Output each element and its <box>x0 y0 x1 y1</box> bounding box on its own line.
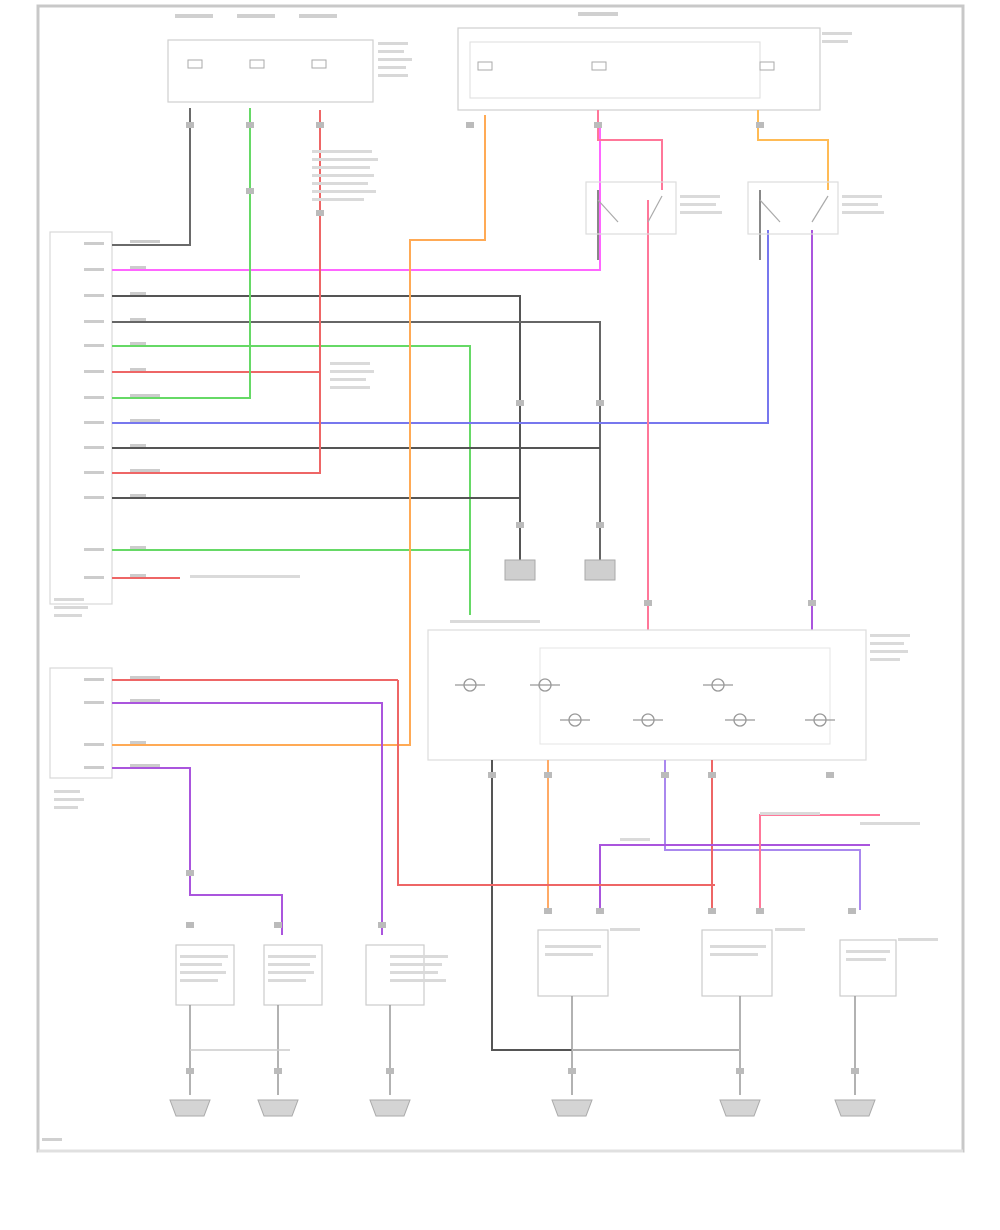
ground-symbol-icon <box>504 559 616 581</box>
ground-drops <box>189 996 856 1095</box>
device-labels <box>180 928 938 982</box>
ground-symbol-icon <box>169 1099 876 1117</box>
fuse-box-left <box>167 14 412 103</box>
fuse-icon <box>187 59 327 69</box>
relay-circuits-top <box>597 110 829 630</box>
relay-switch-icon <box>455 678 835 727</box>
lower-wires <box>112 679 880 1051</box>
junction-block-right <box>427 620 910 761</box>
fuse-labels <box>175 14 412 77</box>
bottom-devices <box>175 929 897 1006</box>
fuse-icon <box>477 61 775 71</box>
harness-wires <box>112 108 769 615</box>
connector-pin-icon <box>186 122 859 1074</box>
module-pin-ticks <box>84 240 160 769</box>
control-module-left <box>49 231 113 617</box>
relay-switch-icon <box>585 181 839 235</box>
fuse-box-right <box>457 12 852 111</box>
wire-orange <box>112 115 486 746</box>
switch-module-left <box>49 667 113 809</box>
